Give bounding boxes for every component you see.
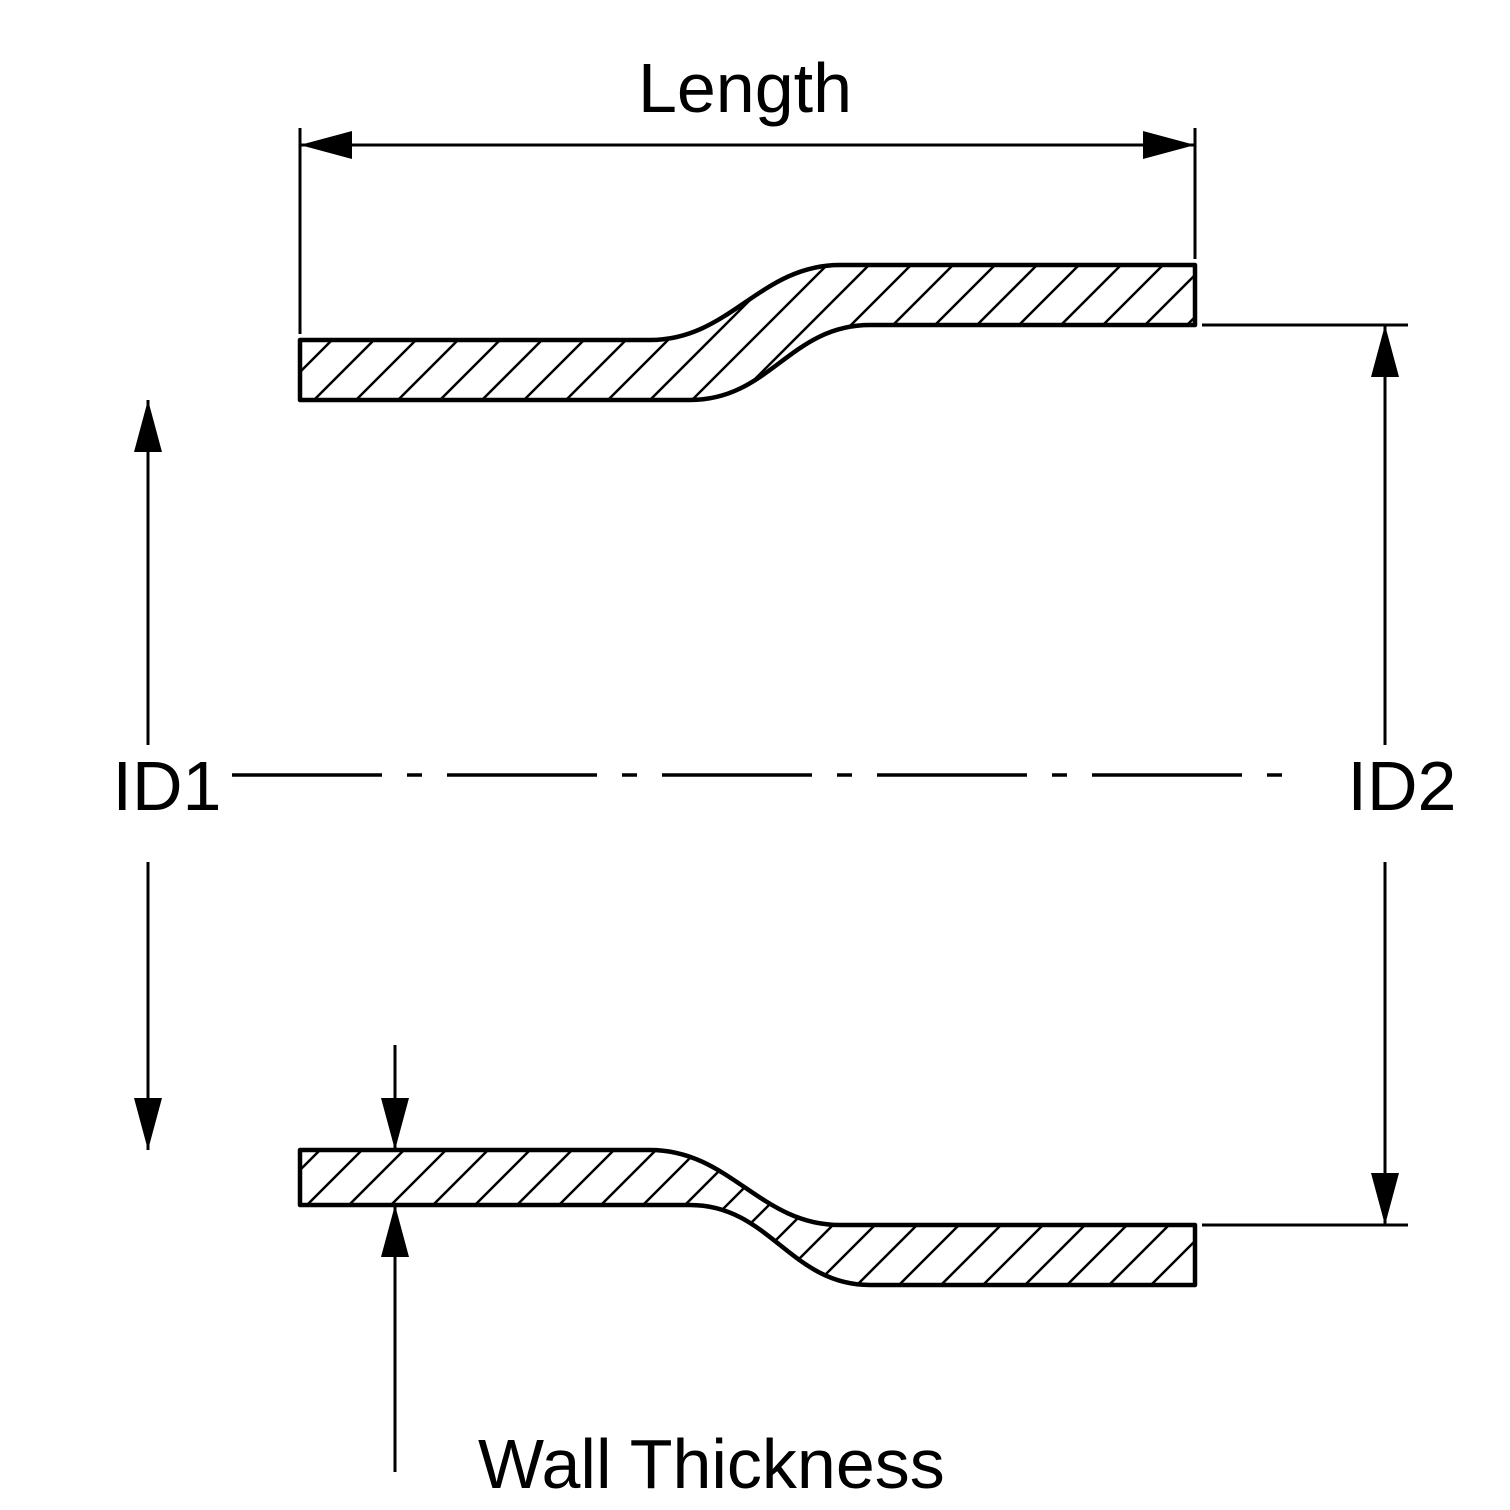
arrowhead-up-icon	[134, 400, 162, 452]
arrowhead-down-icon	[381, 1098, 409, 1150]
arrowhead-down-icon	[134, 1098, 162, 1150]
tube-top-wall	[297, 262, 1198, 403]
arrowhead-right-icon	[1143, 131, 1195, 159]
length-label: Length	[638, 49, 852, 127]
id2-dimension: ID2	[1202, 323, 1457, 1227]
wall-thickness-callout: Wall Thickness	[381, 1045, 945, 1503]
length-dimension: Length	[298, 49, 1197, 334]
arrowhead-down-icon	[1371, 1173, 1399, 1225]
wall-thickness-label: Wall Thickness	[478, 1425, 945, 1503]
tube-cross-section	[297, 262, 1198, 1288]
arrowhead-left-icon	[300, 131, 352, 159]
tube-bottom-wall	[297, 1147, 1198, 1288]
id1-dimension: ID1	[113, 400, 222, 1150]
id2-label: ID2	[1348, 747, 1457, 825]
arrowhead-up-icon	[1371, 325, 1399, 377]
id1-label: ID1	[113, 747, 222, 825]
